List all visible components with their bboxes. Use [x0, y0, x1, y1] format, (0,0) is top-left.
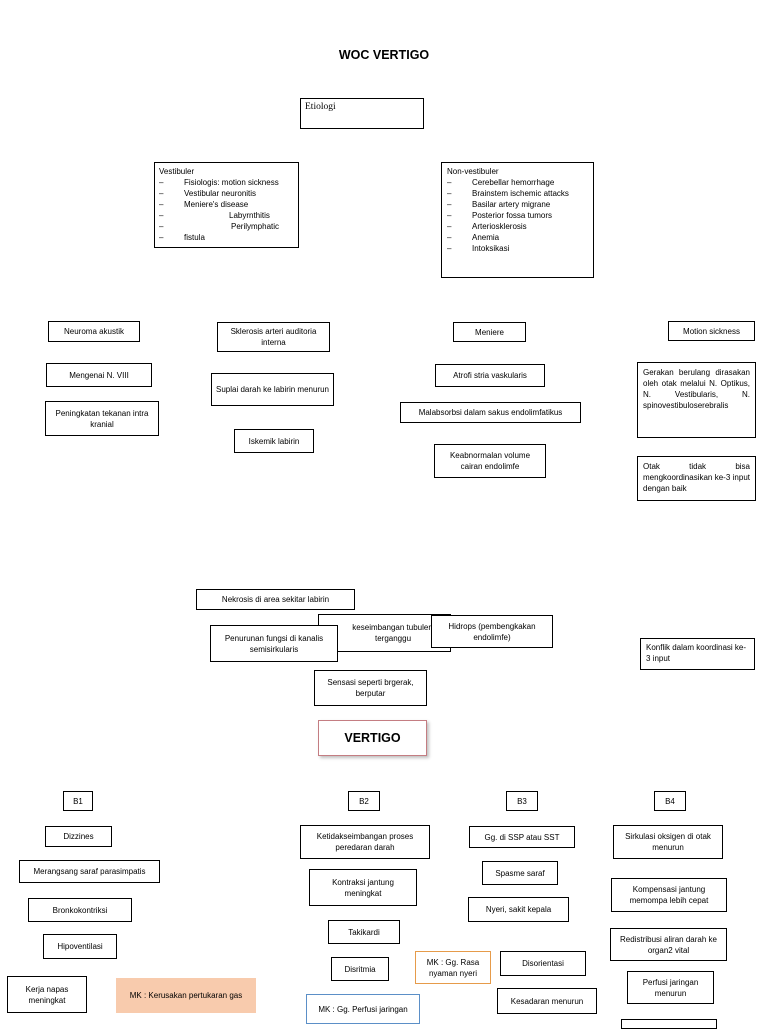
b3-label: B3 [506, 791, 538, 811]
list-item: Basilar artery migrane [447, 199, 569, 210]
peningkatan-node: Peningkatan tekanan intra kranial [45, 401, 159, 436]
list-item: Fisiologis: motion sickness [159, 177, 279, 188]
otak-node: Otak tidak bisa mengkoordinasikan ke-3 i… [637, 456, 756, 501]
b3-item: Gg. di SSP atau SST [469, 826, 575, 848]
b3-item: Kesadaran menurun [497, 988, 597, 1014]
b1-item: Dizzines [45, 826, 112, 847]
konflik-node: Konflik dalam koordinasi ke-3 input [640, 638, 755, 670]
vestibuler-heading: Vestibuler [159, 167, 195, 176]
list-item: Cerebellar hemorrhage [447, 177, 569, 188]
list-item: Vestibular neuronitis [159, 188, 279, 199]
page-title: WOC VERTIGO [338, 48, 430, 62]
keseimbangan-node: keseimbangan tubuler) terganggu [318, 614, 451, 652]
mengenai-node: Mengenai N. VIII [46, 363, 152, 387]
b1-label: B1 [63, 791, 93, 811]
list-item: Intoksikasi [447, 243, 569, 254]
b4-item: Sirkulasi oksigen di otak menurun [613, 825, 723, 859]
b3-diagnosis: MK : Gg. Rasa nyaman nyeri [415, 951, 491, 984]
malabsorbsi-node: Malabsorbsi dalam sakus endolimfatikus [400, 402, 581, 423]
b4-item: Kompensasi jantung memompa lebih cepat [611, 878, 727, 912]
suplai-node: Suplai darah ke labirin menurun [211, 373, 334, 406]
gerakan-node: Gerakan berulang dirasakan oleh otak mel… [637, 362, 756, 438]
list-item: Labyrnthitis [159, 210, 279, 221]
b2-item: Ketidakseimbangan proses peredaran darah [300, 825, 430, 859]
etiologi-box: Etiologi [300, 98, 424, 129]
iskemik-node: Iskemik labirin [234, 429, 314, 453]
b1-item: Kerja napas meningkat [7, 976, 87, 1013]
list-item: Perilymphatic [159, 221, 279, 232]
penurunan-node: Penurunan fungsi di kanalis semisirkular… [210, 625, 338, 662]
b1-item: Merangsang saraf parasimpatis [19, 860, 160, 883]
sensasi-node: Sensasi seperti brgerak, berputar [314, 670, 427, 706]
meniere-node: Meniere [453, 322, 526, 342]
b3-item: Nyeri, sakit kepala [468, 897, 569, 922]
b1-diagnosis: MK : Kerusakan pertukaran gas [116, 978, 256, 1013]
b1-item: Bronkokontriksi [28, 898, 132, 922]
list-item: Meniere's disease [159, 199, 279, 210]
vestibuler-box: Vestibuler Fisiologis: motion sickness V… [154, 162, 299, 248]
b2-label: B2 [348, 791, 380, 811]
hidrops-node: Hidrops (pembengkakan endolimfe) [431, 615, 553, 648]
b4-item: Perfusi jaringan menurun [627, 971, 714, 1004]
non-vestibuler-heading: Non-vestibuler [447, 167, 499, 176]
vestibuler-list: Fisiologis: motion sickness Vestibular n… [159, 177, 279, 243]
keabnormalan-node: Keabnormalan volume cairan endolimfe [434, 444, 546, 478]
sklerosis-node: Sklerosis arteri auditoria interna [217, 322, 330, 352]
list-item: Anemia [447, 232, 569, 243]
nekrosis-node: Nekrosis di area sekitar labirin [196, 589, 355, 610]
b4-label: B4 [654, 791, 686, 811]
b4-item: Redistribusi aliran darah ke organ2 vita… [610, 928, 727, 961]
list-item: Brainstem ischemic attacks [447, 188, 569, 199]
b3-item: Disorientasi [500, 951, 586, 976]
b3-item: Spasme saraf [482, 861, 558, 885]
neuroma-node: Neuroma akustik [48, 321, 140, 342]
non-vestibuler-list: Cerebellar hemorrhage Brainstem ischemic… [447, 177, 569, 254]
b2-item: Disritmia [331, 957, 389, 981]
non-vestibuler-box: Non-vestibuler Cerebellar hemorrhage Bra… [441, 162, 594, 278]
b4-partial-box [621, 1019, 717, 1029]
atrofi-node: Atrofi stria vaskularis [435, 364, 545, 387]
list-item: fistula [159, 232, 279, 243]
vertigo-node: VERTIGO [318, 720, 427, 756]
motion-sickness-node: Motion sickness [668, 321, 755, 341]
b1-item: Hipoventilasi [43, 934, 117, 959]
b2-diagnosis: MK : Gg. Perfusi jaringan [306, 994, 420, 1024]
list-item: Posterior fossa tumors [447, 210, 569, 221]
list-item: Arteriosklerosis [447, 221, 569, 232]
b2-item: Kontraksi jantung meningkat [309, 869, 417, 906]
b2-item: Takikardi [328, 920, 400, 944]
